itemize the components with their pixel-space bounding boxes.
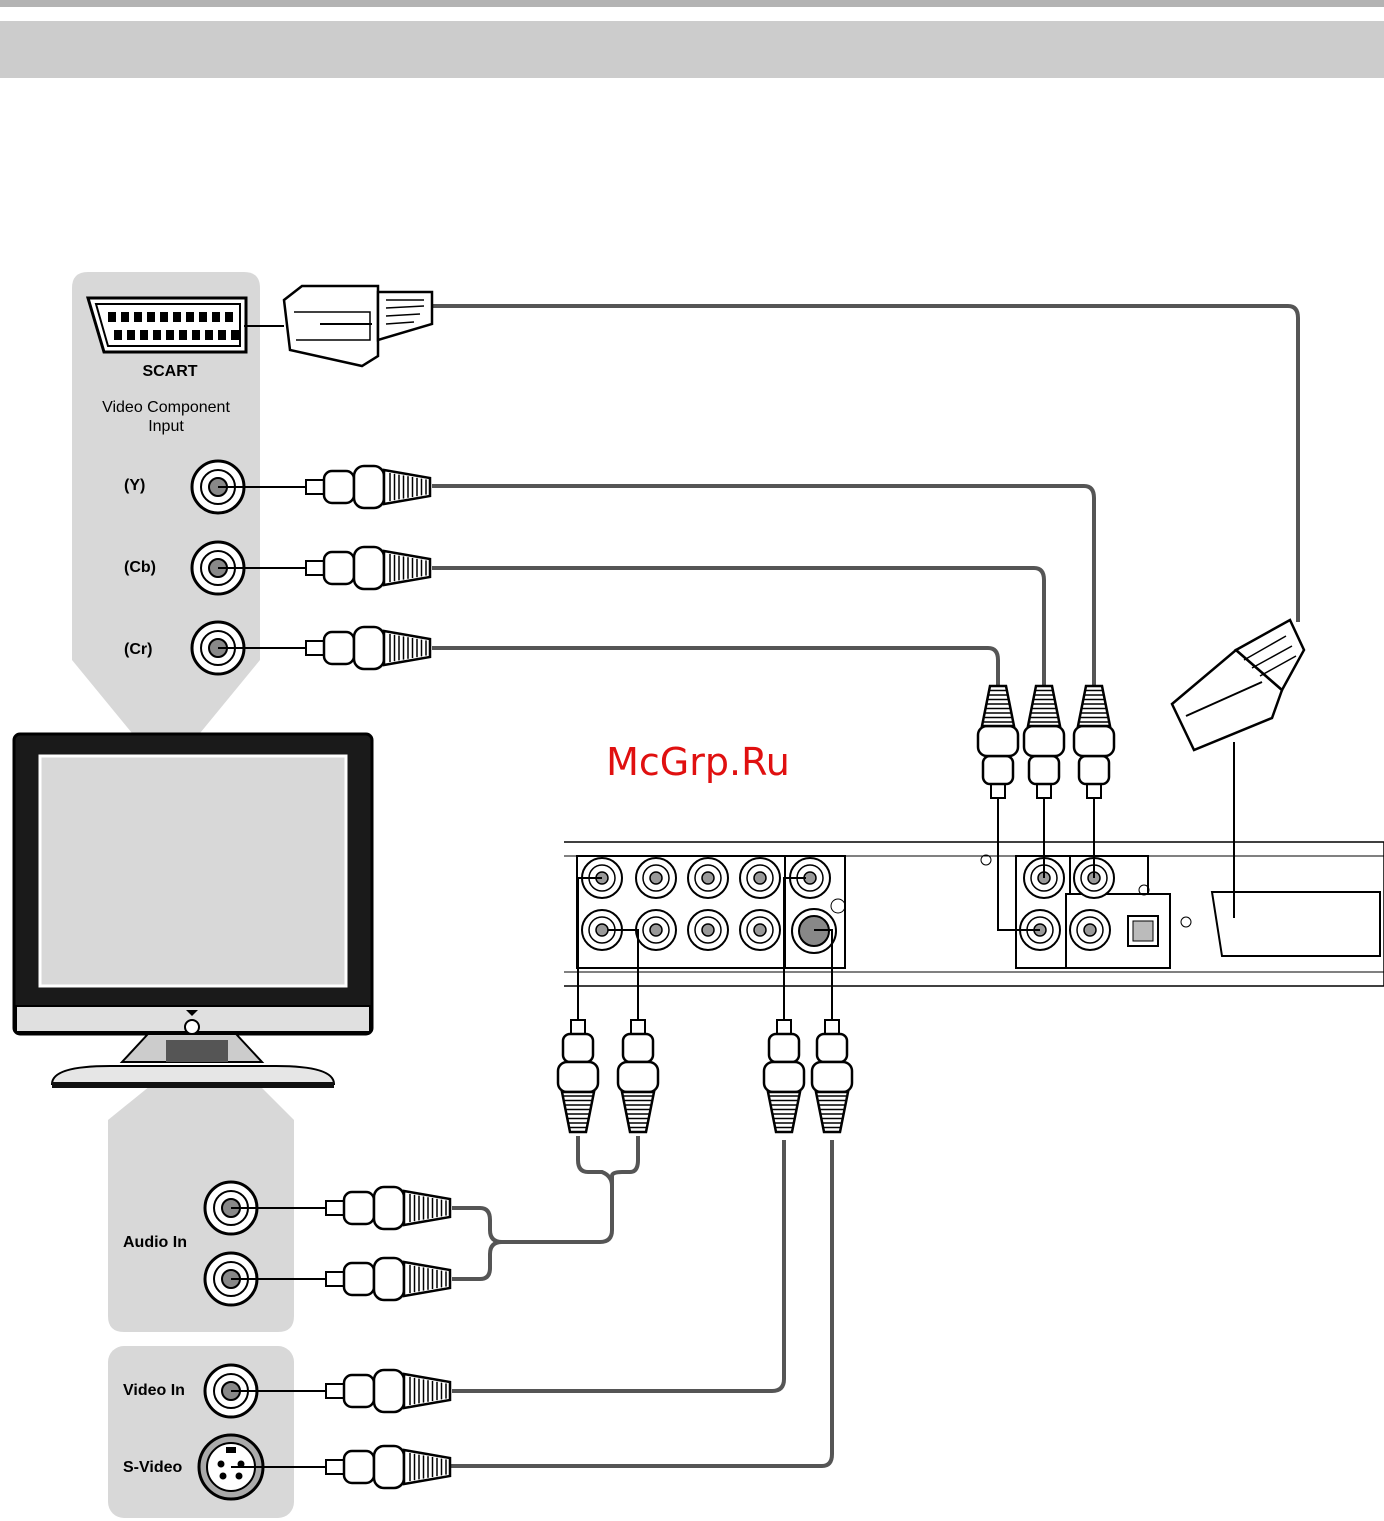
dvd-rear-panel [564,842,1384,986]
scart-pin [199,312,207,322]
rca-plug [326,1258,450,1300]
cb-label: (Cb) [124,559,156,576]
scart-pin [173,312,181,322]
video-component-label-1: Video Component [102,399,230,416]
dvd-jack-pin [596,924,608,936]
dvd-jack-pin [650,924,662,936]
rca-plug [326,1187,450,1229]
scart-socket [88,298,246,352]
scart-pin [231,330,239,340]
rca-plug [1024,686,1064,798]
scart-plug-tv [284,286,432,366]
y-label: (Y) [124,477,145,494]
television [14,734,372,1088]
rca-plug [306,466,430,508]
scart-pin [134,312,142,322]
rca-plug [326,1370,450,1412]
rca-plug [306,627,430,669]
rca-plug [812,1020,852,1132]
dvd-jack-pin [650,872,662,884]
rca-plug [558,1020,598,1132]
rca-plugs [306,466,1114,1488]
scart-pin [205,330,213,340]
dvd-jack-pin [754,924,766,936]
scart-pin [225,312,233,322]
scart-pin [114,330,122,340]
scart-pin [212,312,220,322]
scart-pin [121,312,129,322]
scart-pin [192,330,200,340]
scart-plug-dvd [1172,620,1304,750]
scart-pin [160,312,168,322]
video-component-label-2: Input [148,418,184,435]
rca-plug [326,1446,450,1488]
scart-pin [179,330,187,340]
dvd-jack-pin [1084,924,1096,936]
scart-pin [127,330,135,340]
scart-pin [147,312,155,322]
scart-pin [186,312,194,322]
dvd-jack-pin [702,924,714,936]
s-video-label: S-Video [123,1459,183,1476]
scart-label: SCART [142,363,197,380]
scart-pin [140,330,148,340]
audio-in-label: Audio In [123,1234,187,1251]
tv-panel-video [108,1346,294,1518]
cables [432,306,1298,1466]
rca-plug [618,1020,658,1132]
scart-pin [108,312,116,322]
dvd-jack-pin [754,872,766,884]
scart-pin [153,330,161,340]
rca-plug [1074,686,1114,798]
video-in-label: Video In [123,1382,185,1399]
rca-plug [978,686,1018,798]
watermark: McGrp.Ru [606,740,790,784]
scart-pin [218,330,226,340]
dvd-jack-pin [702,872,714,884]
rca-plug [306,547,430,589]
scart-pin [166,330,174,340]
cr-label: (Cr) [124,641,152,658]
rca-plug [764,1020,804,1132]
